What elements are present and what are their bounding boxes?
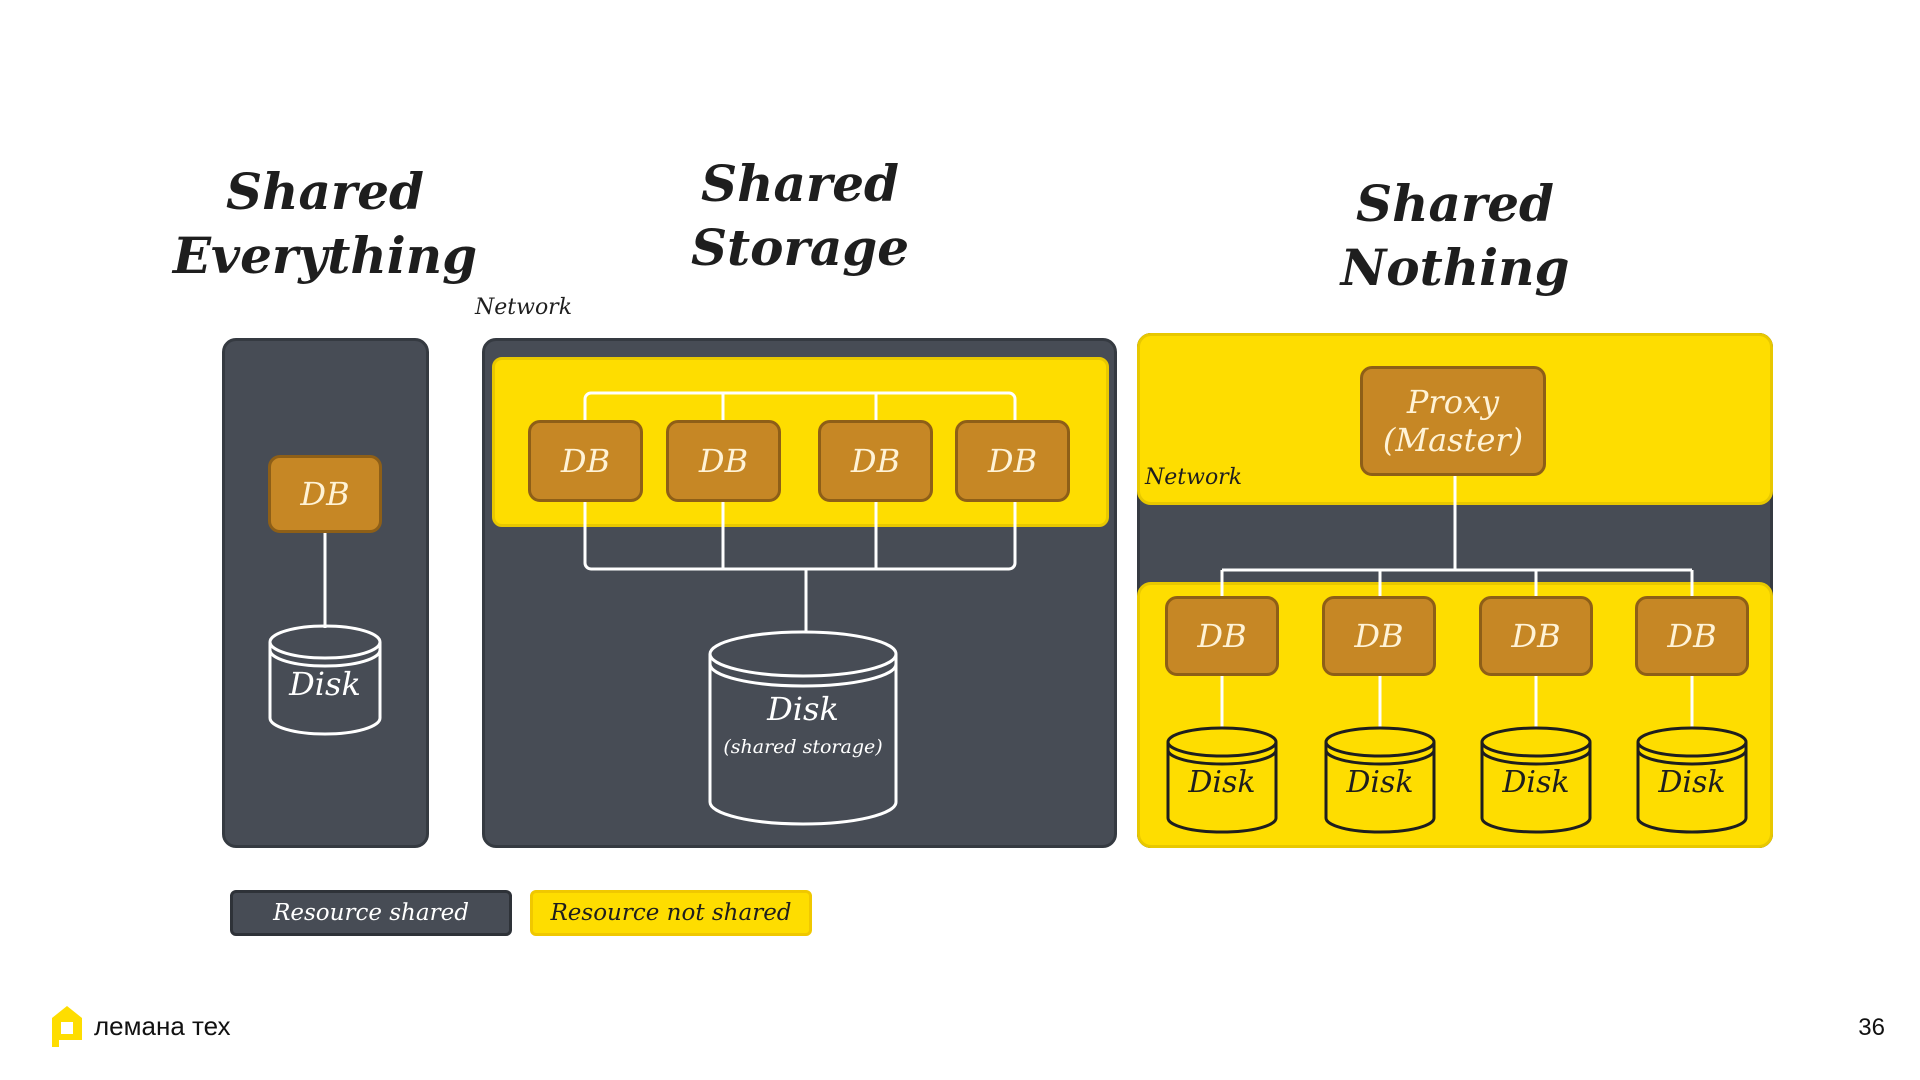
db-node-storage-4: DB (955, 420, 1070, 502)
db-node-storage-3: DB (818, 420, 933, 502)
panel-shared-everything (222, 338, 429, 848)
page-number: 36 (1858, 1014, 1885, 1041)
title-shared-nothing: Shared Nothing (1340, 174, 1570, 297)
proxy-master-node: Proxy (Master) (1360, 366, 1546, 476)
disk-label: Disk (289, 665, 361, 703)
db-node-storage-2: DB (666, 420, 781, 502)
brand-logo: лемана тех (50, 1004, 231, 1048)
brand-name: лемана тех (94, 1010, 231, 1041)
legend-resource-not-shared: Resource not shared (530, 890, 812, 936)
house-logo-icon (52, 1006, 82, 1047)
db-node-nothing-2: DB (1322, 596, 1436, 676)
disk-label-nothing-2: Disk (1346, 765, 1414, 800)
db-node-nothing-4: DB (1635, 596, 1749, 676)
db-node: DB (268, 455, 382, 533)
title-shared-everything: Shared Everything (172, 162, 478, 285)
disk-label-nothing-3: Disk (1502, 765, 1570, 800)
title-shared-storage: Shared Storage (690, 154, 910, 277)
legend-resource-shared: Resource shared (230, 890, 512, 936)
network-label-nothing: Network (1145, 465, 1243, 490)
disk-label-nothing-1: Disk (1188, 765, 1256, 800)
shared-disk-sublabel: (shared storage) (723, 736, 883, 758)
network-label-storage: Network (475, 295, 573, 320)
db-node-nothing-3: DB (1479, 596, 1593, 676)
shared-disk-label: Disk (767, 690, 839, 728)
db-node-storage-1: DB (528, 420, 643, 502)
disk-label-nothing-4: Disk (1658, 765, 1726, 800)
db-node-nothing-1: DB (1165, 596, 1279, 676)
